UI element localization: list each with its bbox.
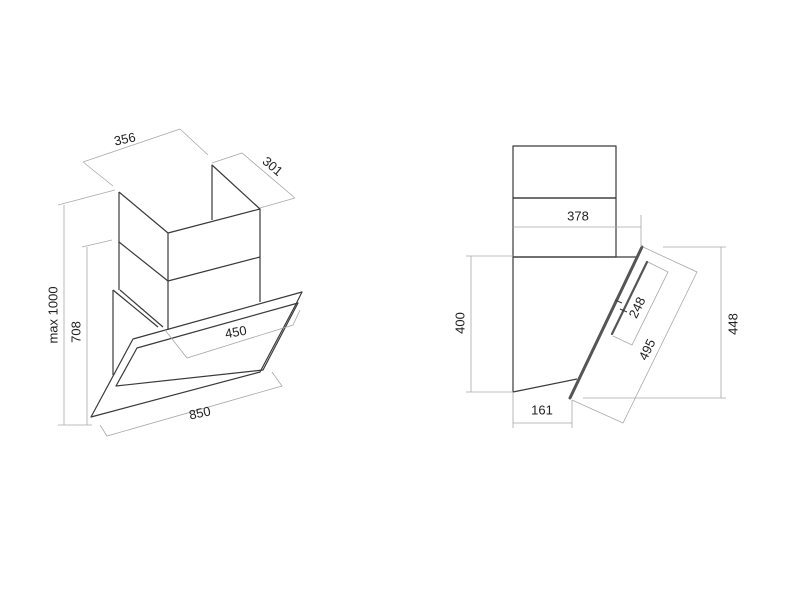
- front-isometric-view: 356 301 max 1000 708 850 450: [45, 128, 303, 437]
- glass-panel: [90, 291, 303, 418]
- dim-total-depth: 378: [567, 208, 589, 223]
- dim-glass-height: 448: [725, 313, 740, 335]
- handle-bracket: [614, 299, 628, 313]
- chimney-side: [512, 145, 617, 258]
- dim-base-depth: 161: [531, 402, 553, 417]
- hood-body: [112, 289, 164, 375]
- dim-chimney-depth: 301: [260, 153, 286, 178]
- side-view: 378 400 161 248 495 448: [452, 145, 740, 428]
- chimney: [118, 164, 261, 330]
- dim-max-height: max 1000: [45, 286, 60, 343]
- dim-glass-length: 495: [636, 336, 659, 362]
- dim-chimney-width: 356: [113, 129, 137, 148]
- dim-hood-width: 850: [188, 403, 212, 422]
- dim-body-height: 400: [452, 312, 467, 334]
- dim-glass-width: 450: [224, 323, 248, 342]
- dimension-lines: [57, 128, 301, 437]
- glass-side: [568, 245, 649, 400]
- dimension-lines-side: [466, 215, 726, 428]
- hood-body-side: [512, 256, 636, 393]
- dim-min-height: 708: [68, 321, 83, 343]
